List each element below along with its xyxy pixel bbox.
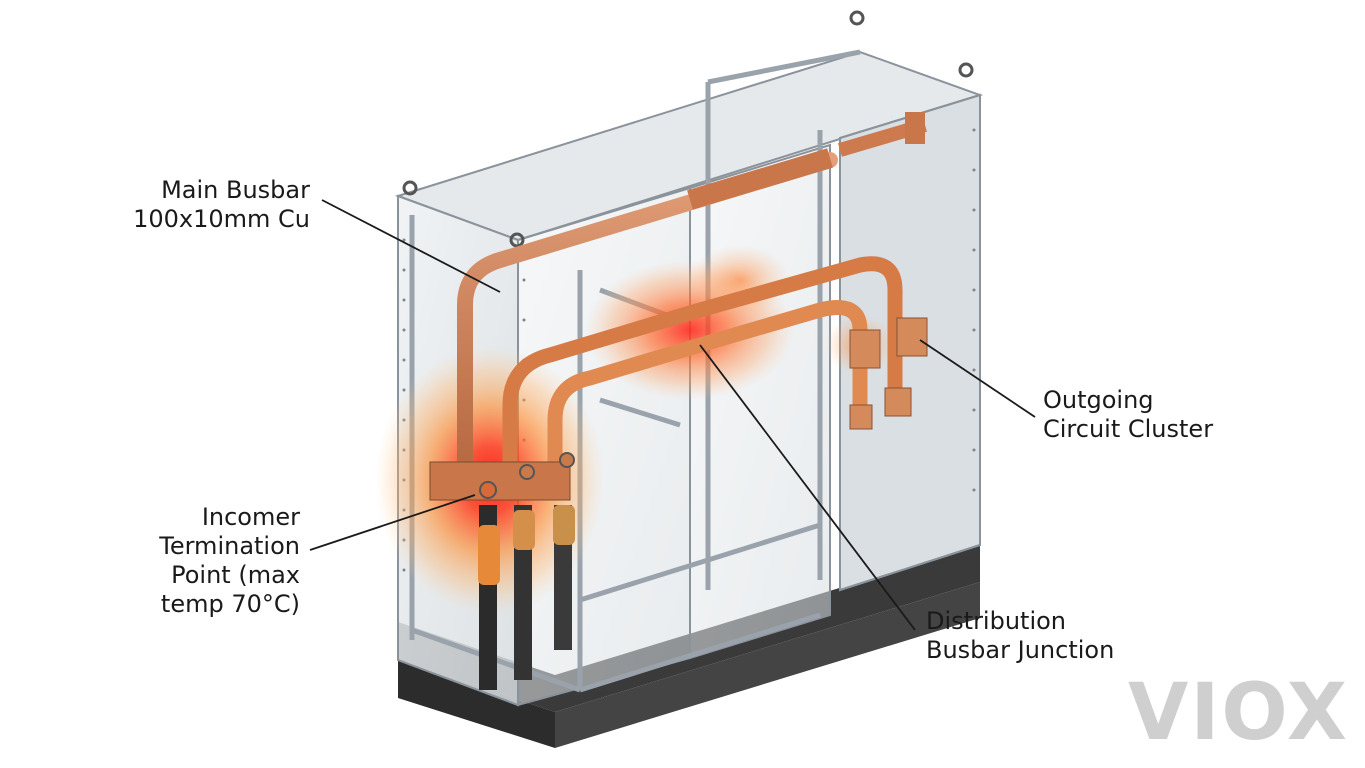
main-busbar (457, 112, 927, 468)
label-outgoing-circuit: Outgoing Circuit Cluster (1043, 386, 1214, 443)
leader-lines (309, 199, 1036, 631)
lifting-eye-icon (402, 10, 974, 248)
plinth (398, 545, 980, 748)
label-main-busbar: Main Busbar 100x10mm Cu (133, 176, 310, 233)
label-incomer-termination: Incomer Termination Point (max temp 70°C… (159, 503, 300, 618)
distribution-busbars (502, 256, 903, 478)
incomer-cables (429, 452, 575, 690)
leader-main-busbar (321, 199, 501, 293)
outgoing-circuit-tabs (849, 317, 928, 430)
bolt-icon (479, 481, 497, 499)
leader-outgoing (919, 339, 1036, 418)
label-distribution-junction: Distribution Busbar Junction (926, 607, 1115, 664)
leader-distribution (699, 344, 916, 631)
brand-watermark: VIOX (1128, 668, 1350, 758)
leader-incomer (309, 494, 476, 551)
